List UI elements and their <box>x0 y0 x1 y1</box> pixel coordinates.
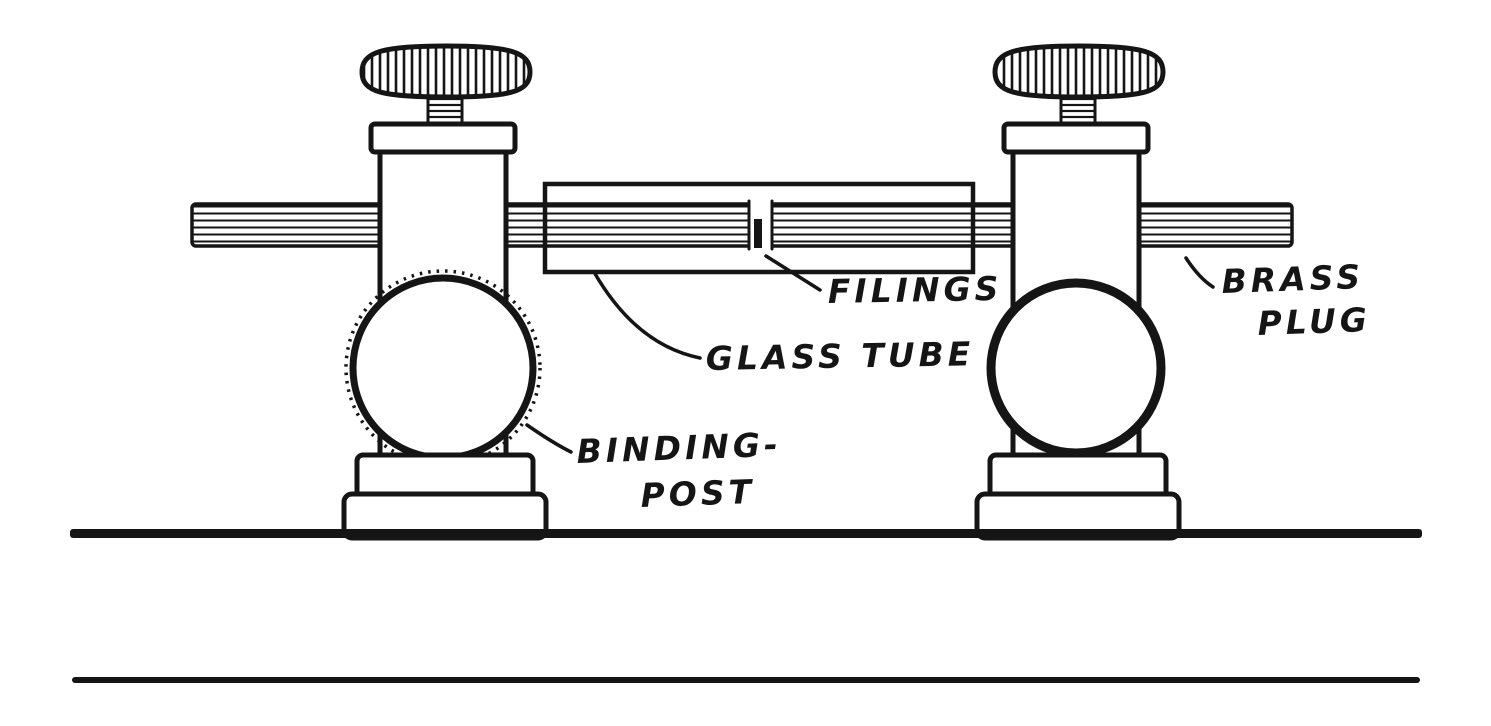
post-ring <box>986 278 1166 458</box>
stipple-ring <box>344 269 542 467</box>
label-filings: FILINGS <box>827 269 1002 311</box>
label-brass-plug-line2: PLUG <box>1257 300 1372 343</box>
post-ring <box>349 274 537 462</box>
table-surface-line <box>70 529 1422 538</box>
label-binding-post-line1: BINDING- <box>576 425 782 471</box>
label-glass-tube: GLASS TUBE <box>705 334 974 378</box>
knurled-knob <box>359 43 533 100</box>
leader-binding-post <box>525 423 573 454</box>
knurled-knob <box>992 43 1166 100</box>
post-cap <box>368 121 518 155</box>
glass-tube-assembly <box>542 181 976 275</box>
label-brass-plug-line1: BRASS <box>1221 257 1365 301</box>
binding-post-right <box>974 43 1182 541</box>
leader-filings <box>764 254 822 292</box>
table-bottom-line <box>72 677 1420 683</box>
label-binding-post-line2: POST <box>640 472 756 515</box>
filings-mark <box>754 219 762 248</box>
leader-brass-plug <box>1184 256 1215 289</box>
glass-tube-outline <box>542 181 976 275</box>
leader-glass-tube <box>592 270 702 360</box>
binding-post-left <box>341 43 549 541</box>
post-cap <box>1001 121 1151 155</box>
